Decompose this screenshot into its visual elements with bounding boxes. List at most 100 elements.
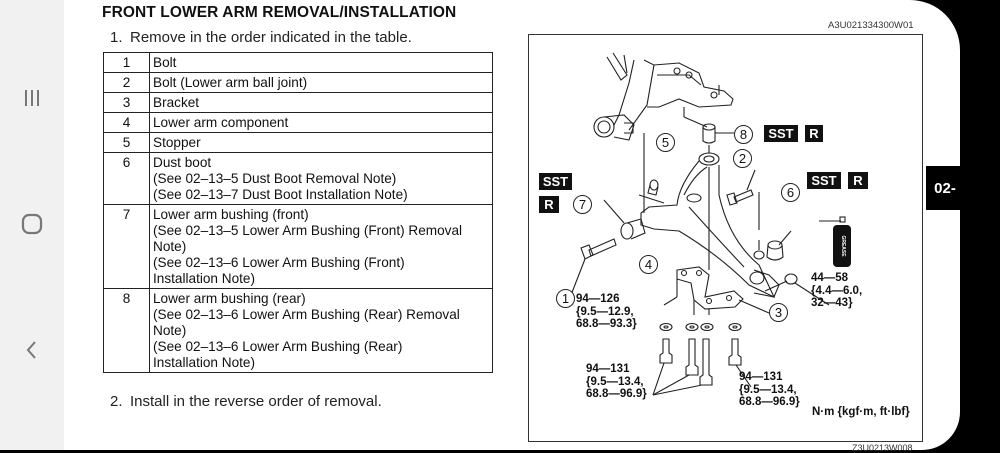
part-description-line: (See 02–13–6 Lower Arm Bushing (Front) (153, 255, 405, 270)
step-2-number: 2. (110, 393, 123, 410)
part-description-line: Bolt (153, 55, 177, 70)
part-description: Stopper (149, 132, 493, 153)
callout-1: 1 (556, 289, 575, 308)
torque-line: {9.5—12.9, (576, 305, 634, 318)
step-2-text: Install in the reverse order of removal. (130, 393, 382, 410)
part-description-line: Lower arm bushing (front) (153, 207, 309, 222)
part-description: Lower arm component (149, 112, 493, 133)
part-number: 8 (103, 288, 150, 373)
torque-units: N·m {kgf·m, ft·lbf} (812, 406, 910, 418)
back-icon (26, 341, 36, 359)
part-description-line: (See 02–13–6 Lower Arm Bushing (Rear) Re… (153, 307, 460, 322)
crossmember-drawing (593, 52, 734, 213)
r-badge-6: R (848, 172, 868, 189)
grease-label: GREASE (840, 235, 846, 257)
callout-7: 7 (573, 195, 592, 214)
torque-line: 94—131 (739, 371, 783, 383)
part-description-line: Stopper (153, 135, 201, 150)
torque-ball-joint-nut: 44—58 {4.4—6.0, 32—43} (811, 272, 862, 310)
part-description-line: Dust boot (153, 155, 212, 170)
torque-line: 94—126 (576, 293, 620, 305)
callout-4: 4 (639, 255, 658, 274)
sst-badge-8: SST (764, 125, 798, 142)
section-tab: 02- (926, 166, 964, 210)
sst-badge-7: SST (539, 173, 572, 190)
callout-3: 3 (769, 303, 788, 322)
front-bushing-drawing (603, 199, 646, 240)
part-description: Dust boot(See 02–13–5 Dust Boot Removal … (149, 152, 493, 205)
part-number: 7 (103, 204, 150, 289)
torque-line: {9.5—13.4, (739, 383, 797, 396)
step-1: 1. Remove in the order indicated in the t… (110, 29, 412, 46)
recent-apps-icon (25, 90, 39, 106)
part-number: 1 (103, 52, 150, 73)
step-2: 2. Install in the reverse order of remova… (110, 393, 382, 410)
dust-boot-drawing (766, 230, 792, 261)
part-description: Lower arm bushing (front)(See 02–13–5 Lo… (149, 204, 493, 289)
part-description-line: (See 02–13–6 Lower Arm Bushing (Rear) (153, 339, 403, 354)
torque-line: 68.8—96.9} (739, 396, 800, 408)
part-description-line: Installation Note) (153, 271, 256, 286)
part-description: Lower arm bushing (rear)(See 02–13–6 Low… (149, 288, 493, 373)
part-number: 4 (103, 112, 150, 133)
grease-can-icon (833, 225, 851, 267)
recent-apps-button[interactable] (0, 78, 64, 118)
torque-line: 68.8—96.9} (586, 388, 647, 400)
callout-6: 6 (781, 183, 800, 202)
figure-id-bottom: Z3U0213W008 (852, 443, 913, 453)
part-description-line: (See 02–13–5 Lower Arm Bushing (Front) R… (153, 223, 463, 238)
stopper-drawing (638, 179, 665, 204)
diagram-drawing: GREASE (570, 52, 851, 396)
torque-bracket-bolt-right: 94—131 {9.5—13.4, 68.8—96.9} (739, 371, 800, 409)
callout-2: 2 (733, 149, 752, 168)
bolt-1-drawing (570, 238, 617, 296)
document-page: FRONT LOWER ARM REMOVAL/INSTALLATION 1.R… (64, 0, 960, 453)
torque-bolt-1: 94—126 {9.5—12.9, 68.8—93.3} (576, 293, 637, 331)
r-badge-8: R (805, 125, 823, 142)
part-number: 3 (103, 92, 150, 113)
torque-line: 68.8—93.3} (576, 318, 637, 330)
exploded-diagram: GREASE SST R SST R SST R 1 2 3 4 5 6 7 8… (528, 34, 923, 442)
bolt-2-drawing (726, 169, 760, 230)
part-description: Bolt (149, 52, 493, 73)
step-1-number: 1. (110, 29, 123, 46)
part-description-line: Installation Note) (153, 355, 256, 370)
part-description: Bracket (149, 92, 493, 113)
navigation-bar (0, 0, 64, 450)
grease-can-drawing (819, 216, 846, 223)
callout-5: 5 (656, 133, 675, 152)
part-number: 2 (103, 72, 150, 93)
torque-line: {9.5—13.4, (586, 375, 644, 388)
torque-line: {4.4—6.0, (811, 284, 863, 297)
home-button[interactable] (0, 204, 64, 244)
torque-bracket-bolts-left: 94—131 {9.5—13.4, 68.8—96.9} (586, 363, 647, 401)
r-badge-7: R (539, 196, 559, 213)
part-number: 5 (103, 132, 150, 153)
nut-drawing (764, 273, 830, 306)
part-description-line: (See 02–13–7 Dust Boot Installation Note… (153, 187, 408, 202)
part-description-line: Lower arm component (153, 115, 289, 130)
part-description: Bolt (Lower arm ball joint) (149, 72, 493, 93)
torque-line: 44—58 (811, 272, 849, 284)
rear-bushing-drawing (702, 123, 734, 153)
part-description-line: Note) (153, 323, 187, 338)
part-description-line: Note) (153, 239, 187, 254)
part-description-line: Bracket (153, 95, 200, 110)
grease-can: GREASE (833, 225, 851, 267)
torque-line: 32—43} (811, 297, 853, 309)
part-number: 6 (103, 152, 150, 205)
part-description-line: Lower arm bushing (rear) (153, 291, 306, 306)
back-button[interactable] (0, 330, 64, 370)
step-1-text: Remove in the order indicated in the tab… (130, 29, 412, 46)
torque-line: 94—131 (586, 363, 630, 375)
figure-id-top: A3U021334300W01 (828, 20, 914, 31)
